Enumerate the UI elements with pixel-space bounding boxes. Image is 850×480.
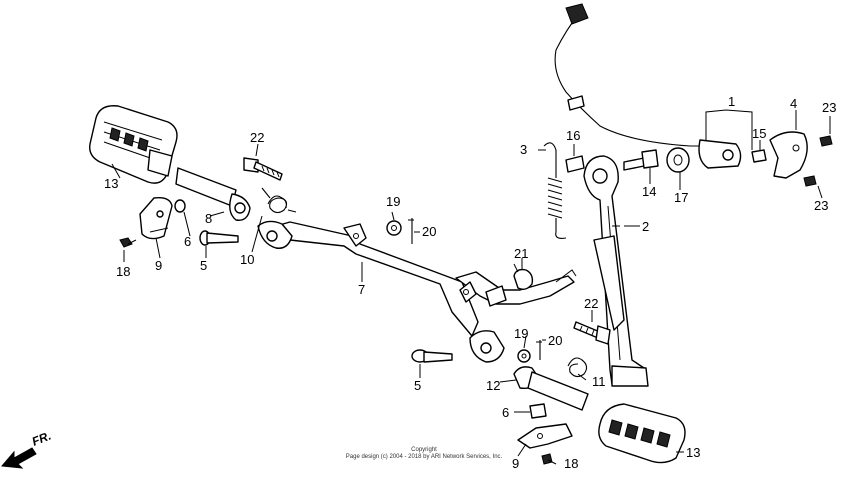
callout-17: 17 <box>674 190 688 205</box>
stand-collar <box>565 155 585 173</box>
copyright-line-2: Page design (c) 2004 - 2018 by ARI Netwo… <box>346 454 503 460</box>
callout-6-right: 6 <box>502 405 509 420</box>
right-collar <box>529 403 547 419</box>
upper-flange-bolt <box>243 157 283 181</box>
cover-bolt-lower <box>803 175 817 187</box>
right-bracket-plate <box>517 423 573 449</box>
side-stand-spring <box>543 142 567 239</box>
stand-washer <box>666 147 690 173</box>
left-footpeg-rubber <box>89 105 178 184</box>
callout-21: 21 <box>514 246 528 261</box>
right-small-bolt <box>541 453 553 465</box>
rubber-stopper <box>513 263 534 291</box>
lower-flange-bolt <box>573 321 611 345</box>
lower-washer <box>517 349 531 363</box>
front-label: FR. <box>30 429 53 449</box>
left-small-bolt <box>119 237 137 248</box>
callout-3: 3 <box>520 142 527 157</box>
right-return-spring <box>567 357 588 378</box>
upper-cotter-pin <box>408 218 414 244</box>
callout-labels: 1 2 3 4 5 5 6 6 7 8 9 9 10 11 12 13 13 1… <box>104 94 836 471</box>
right-footpeg-rubber <box>598 403 686 464</box>
callout-19-upper: 19 <box>386 194 400 209</box>
callout-9-left: 9 <box>155 258 162 273</box>
callout-13-right: 13 <box>686 445 700 460</box>
switch-cover <box>769 131 808 179</box>
copyright-line-1: Copyright <box>411 447 437 453</box>
leader-lines <box>111 109 831 465</box>
left-footpeg-pin <box>199 230 239 246</box>
front-arrow-icon <box>0 447 37 469</box>
callout-10: 10 <box>240 252 254 267</box>
callout-2: 2 <box>642 219 649 234</box>
left-collar <box>174 199 186 213</box>
callout-22-lower: 22 <box>584 296 598 311</box>
callout-5-right: 5 <box>414 378 421 393</box>
side-stand <box>583 155 649 387</box>
lower-cotter-pin <box>536 340 542 360</box>
callout-22-upper: 22 <box>250 130 264 145</box>
callout-20-upper: 20 <box>422 224 436 239</box>
callout-1: 1 <box>728 94 735 109</box>
cover-bolt-upper <box>819 135 833 147</box>
callout-23-lower: 23 <box>814 198 828 213</box>
callout-8: 8 <box>205 211 212 226</box>
left-footpeg-body <box>175 167 251 221</box>
callout-5-left: 5 <box>200 258 207 273</box>
front-direction-indicator: FR. <box>0 429 53 469</box>
callout-18-right: 18 <box>564 456 578 471</box>
callout-18-left: 18 <box>116 264 130 279</box>
callout-20-lower: 20 <box>548 333 562 348</box>
callout-16: 16 <box>566 128 580 143</box>
right-footpeg-body <box>513 366 589 411</box>
switch-bolt <box>751 149 767 163</box>
main-footpeg-bar <box>257 220 577 363</box>
callout-13-left: 13 <box>104 176 118 191</box>
callout-7: 7 <box>358 282 365 297</box>
callout-9-right: 9 <box>512 456 519 471</box>
stand-pivot-bolt <box>623 149 659 171</box>
callout-11: 11 <box>592 374 606 389</box>
callout-23-upper: 23 <box>822 100 836 115</box>
callout-15: 15 <box>752 126 766 141</box>
upper-washer <box>386 220 402 236</box>
callout-4: 4 <box>790 96 797 111</box>
left-bracket-plate <box>139 196 173 240</box>
copyright-notice: Copyright Page design (c) 2004 - 2018 by… <box>346 447 503 460</box>
right-footpeg-pin <box>411 349 453 363</box>
callout-6-left: 6 <box>184 234 191 249</box>
callout-14: 14 <box>642 184 656 199</box>
side-stand-switch <box>554 3 742 169</box>
callout-19-lower: 19 <box>514 326 528 341</box>
callout-12: 12 <box>486 378 500 393</box>
left-return-spring <box>261 187 297 214</box>
